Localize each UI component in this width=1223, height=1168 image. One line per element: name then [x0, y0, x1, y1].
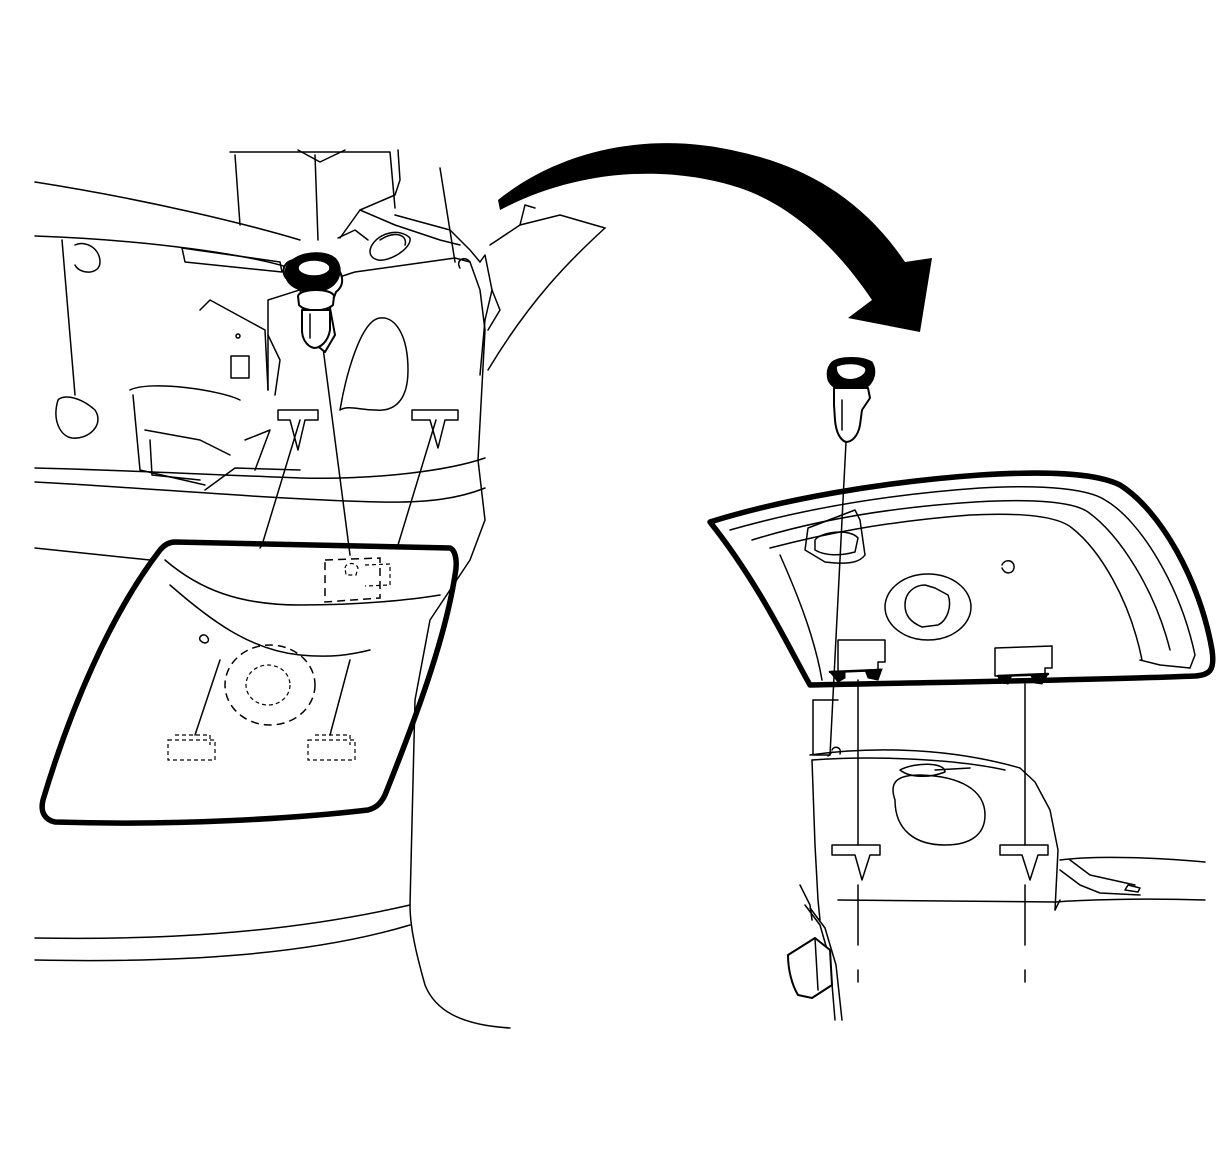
fender-panel-left — [34, 149, 606, 1029]
mounting-bracket-right — [787, 699, 1206, 1021]
body-structure-left — [34, 149, 486, 503]
hidden-lamp-details-left — [167, 557, 391, 761]
marker-lamp-assembly-right — [707, 470, 1216, 688]
right-view — [707, 357, 1216, 1021]
guide-lines-right — [829, 441, 1026, 983]
guide-lines-left — [261, 339, 437, 556]
marker-lamp-outline-left — [39, 539, 459, 826]
left-view — [34, 149, 606, 1029]
push-pin-fastener-right — [826, 357, 876, 443]
push-pin-fastener-left — [282, 252, 344, 353]
removal-direction-arrow — [498, 143, 932, 332]
